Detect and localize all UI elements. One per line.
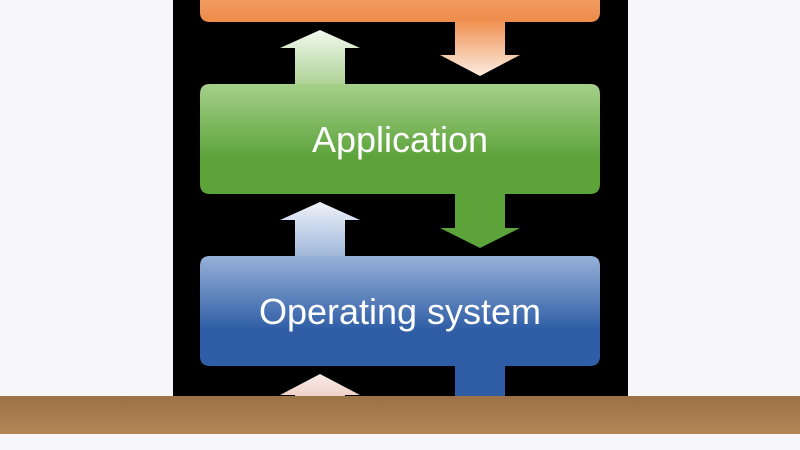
operating-system-box <box>200 256 600 420</box>
top-layer-box <box>200 0 600 22</box>
application-label: Application <box>311 119 489 160</box>
diagram-panel <box>173 0 628 450</box>
operating-system-label: Operating system <box>258 291 542 332</box>
application-box <box>200 84 600 248</box>
page-bottom-margin <box>0 434 800 450</box>
down-arrow-to-application <box>440 18 520 76</box>
floor-band <box>0 396 800 434</box>
up-arrow-application-to-top <box>280 30 360 88</box>
up-arrow-os-to-application <box>280 202 360 260</box>
